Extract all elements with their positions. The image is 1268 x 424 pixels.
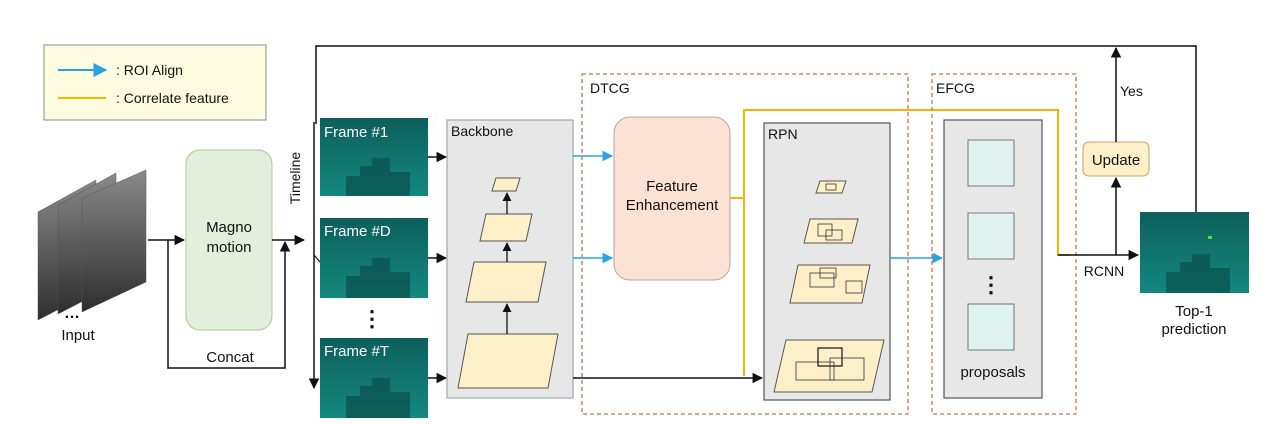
input-label: Input bbox=[61, 327, 95, 344]
yes-label: Yes bbox=[1120, 83, 1143, 99]
frame-1-skyline bbox=[346, 158, 410, 196]
frame-T-label: Frame #T bbox=[324, 343, 389, 360]
feedback-loop-line bbox=[315, 45, 1197, 212]
rpn-level-2 bbox=[803, 218, 859, 244]
rpn-level-4-anchor-c bbox=[829, 357, 865, 381]
proposal-box-1 bbox=[967, 139, 1015, 187]
legend: : ROI Align : Correlate feature bbox=[43, 44, 267, 121]
backbone-layer-3 bbox=[479, 213, 533, 242]
rpn-level-2-anchor-b bbox=[825, 229, 843, 241]
rcnn-label: RCNN bbox=[1084, 263, 1124, 279]
magno-label-line2: motion bbox=[206, 239, 251, 256]
update-block: Update bbox=[1082, 141, 1150, 177]
prediction-target-marker bbox=[1208, 236, 1212, 239]
proposals-label: proposals bbox=[960, 364, 1025, 381]
frame-D-skyline bbox=[346, 258, 410, 298]
concat-path bbox=[167, 240, 291, 369]
timeline-label: Timeline bbox=[287, 152, 303, 205]
backbone-layer-4 bbox=[491, 177, 521, 192]
backbone-layer-2 bbox=[465, 261, 547, 303]
proposals-block: ⋮ proposals bbox=[943, 119, 1043, 399]
dtcg-label: DTCG bbox=[590, 80, 630, 96]
backbone-label: Backbone bbox=[451, 123, 513, 139]
magno-motion-block: Magno motion bbox=[185, 149, 273, 331]
feature-enhancement-block: Feature Enhancement bbox=[613, 116, 731, 281]
frame-T: Frame #T bbox=[320, 338, 428, 418]
frame-dots: ⋮ bbox=[361, 306, 383, 331]
frame-1-label: Frame #1 bbox=[324, 124, 388, 141]
proposal-box-2 bbox=[967, 212, 1015, 260]
frame-D-label: Frame #D bbox=[324, 223, 391, 240]
frame-T-skyline bbox=[346, 378, 410, 418]
rpn-label: RPN bbox=[768, 126, 798, 142]
feature-label-line1: Feature bbox=[646, 178, 698, 195]
input-dots: … bbox=[64, 305, 80, 322]
top1-label-line1: Top-1 bbox=[1175, 303, 1213, 320]
proposals-dots: ⋮ bbox=[980, 272, 1002, 297]
backbone-block: Backbone bbox=[446, 119, 574, 399]
input-frame-front bbox=[81, 169, 147, 313]
rpn-level-3-anchor-a bbox=[809, 272, 835, 288]
proposal-box-3 bbox=[967, 303, 1015, 351]
legend-correlate-label: : Correlate feature bbox=[116, 90, 229, 106]
input-stack: … Input bbox=[37, 169, 147, 344]
legend-box bbox=[43, 44, 267, 121]
dtcg-region bbox=[581, 73, 909, 415]
efcg-region bbox=[931, 73, 1077, 415]
rpn-level-3-anchor-b bbox=[819, 267, 837, 279]
backbone-layer-1 bbox=[457, 333, 559, 389]
concat-label: Concat bbox=[206, 349, 254, 366]
rpn-level-3-anchor-c bbox=[845, 280, 863, 294]
update-label: Update bbox=[1092, 152, 1140, 169]
top1-prediction: Top-1 prediction bbox=[1140, 212, 1249, 338]
magno-label-line1: Magno bbox=[206, 219, 252, 236]
top1-label-line2: prediction bbox=[1161, 321, 1226, 338]
timeline-to-frameD bbox=[313, 254, 321, 263]
rpn-level-1 bbox=[815, 180, 847, 194]
frame-1: Frame #1 bbox=[320, 118, 428, 196]
rpn-level-1-anchor bbox=[825, 183, 837, 191]
efcg-label: EFCG bbox=[936, 80, 975, 96]
rpn-level-4-anchor-a bbox=[795, 361, 835, 381]
rpn-block: RPN bbox=[763, 122, 891, 401]
rpn-level-3 bbox=[789, 264, 871, 304]
prediction-skyline bbox=[1166, 254, 1230, 293]
frame-D: Frame #D bbox=[320, 218, 428, 298]
feature-label-line2: Enhancement bbox=[626, 197, 719, 214]
legend-roi-align-label: : ROI Align bbox=[116, 62, 183, 78]
